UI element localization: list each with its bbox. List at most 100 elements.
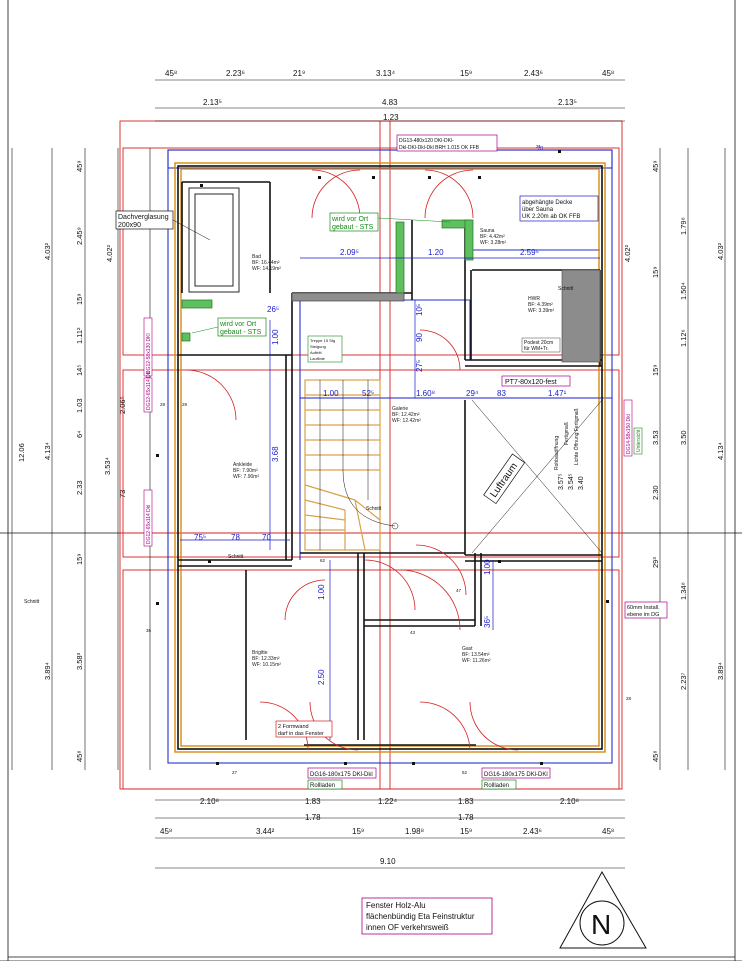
dim-right-mid-1: 1.79⁸ bbox=[679, 217, 688, 235]
dim-top-5: 15⁹ bbox=[460, 69, 472, 78]
north-letter: N bbox=[591, 909, 611, 940]
sauna-note-line2: über Sauna bbox=[522, 207, 554, 213]
room-gast-bf: BF: 13.54m² bbox=[462, 652, 490, 658]
wird-vor-ort-label-1: wird vor Ort gebaut - STS bbox=[329, 212, 451, 232]
schnitt-markers: Schnitt Schnitt Schnitt Schnitt bbox=[24, 286, 574, 605]
room-sauna: Sauna BF: 4.42m² WF: 3.28m² bbox=[480, 228, 506, 246]
green-walls bbox=[181, 219, 474, 342]
dim-left-mid-1: 4.03² bbox=[43, 242, 52, 260]
room-gast-name: Gast bbox=[462, 646, 473, 652]
tiny-5: 27 bbox=[232, 770, 238, 775]
room-ankleide-bf: BF: 7.90m² bbox=[233, 468, 258, 474]
window-marks bbox=[156, 150, 609, 765]
dg13-line1: DG13-480x120 DKl-DKl- bbox=[399, 138, 454, 144]
dim-inner-v-8: 36⁵ bbox=[483, 616, 492, 628]
dim-bottom1-5: 2.10⁸ bbox=[560, 797, 579, 806]
dim-right-in-1: 45⁹ bbox=[651, 160, 660, 172]
stair-lines bbox=[319, 380, 399, 550]
room-bad-name: Bad bbox=[252, 254, 261, 260]
wird-vor-ort-label-2: wird vor Ort gebaut - STS bbox=[191, 317, 267, 337]
dim-right-in-5: 29³ bbox=[651, 557, 660, 568]
dim-bottom1-4: 1.83 bbox=[458, 797, 474, 806]
room-gast-wf: WF: 11.26m² bbox=[462, 658, 491, 664]
dim-bottom1-3: 1.22⁴ bbox=[378, 797, 398, 806]
dg16-right: DG16-180x175 DKl-DKl Rollladen bbox=[481, 767, 551, 790]
dim-inner-h2-2: 52⁵ bbox=[362, 389, 374, 398]
tiny-9: 31 bbox=[536, 144, 542, 149]
dim-bottom4: 9.10 bbox=[380, 857, 396, 866]
schnitt-1: Schnitt bbox=[558, 286, 574, 292]
rohbau-val1: 3.57⁵ bbox=[558, 473, 565, 490]
dim-lines bbox=[11, 79, 726, 869]
sauna-note-line3: UK 2.20m ab OK FFB bbox=[522, 214, 580, 220]
installation-line1: 60mm Install. bbox=[627, 605, 660, 611]
room-ankleide-name: Ankleide bbox=[233, 462, 252, 468]
dim-left-in-5: 14⁵ bbox=[75, 365, 84, 376]
dg-left-3-text: DG12-65x114 Dkl bbox=[146, 505, 152, 544]
wird-vor-ort-2-line2: gebaut - STS bbox=[220, 329, 262, 336]
room-ankleide-wf: WF: 7.90m² bbox=[233, 474, 259, 480]
window-note-line3: innen OF verkehrsweiß bbox=[366, 923, 449, 932]
tiny-8: 47 bbox=[456, 588, 462, 593]
dim-top2-1: 2.13⁵ bbox=[203, 98, 222, 107]
dim-left-in-11: 45⁸ bbox=[75, 750, 84, 762]
schnitt-2: Schnitt bbox=[366, 506, 382, 512]
room-sauna-name: Sauna bbox=[480, 228, 495, 234]
rohbau-line1: Rohbauöffnung bbox=[554, 436, 560, 470]
dim-left-in2-1: 2.06⁵ bbox=[118, 396, 127, 414]
dg16-left: DG16-180x175 DKl-Dkl Rollladen bbox=[307, 767, 377, 790]
dim-left-in-3: 15⁹ bbox=[75, 293, 84, 305]
dim-left-in2-2: 3.53⁴ bbox=[103, 457, 112, 475]
dim-bottom2-1: 1.78 bbox=[305, 813, 321, 822]
window-note-line2: flächenbündig Eta Feinstruktur bbox=[366, 912, 475, 921]
rohbau-val2: 3.54⁵ bbox=[568, 473, 575, 490]
dim-left-in-4: 1.11² bbox=[75, 327, 84, 344]
rohbau-line3: Lichte Öffnung Fertigmaß bbox=[573, 408, 580, 465]
tiny-1: 29 bbox=[160, 402, 166, 407]
dim-right-outer-2: 4.13⁴ bbox=[716, 442, 725, 460]
dim-bottom3-5: 15⁹ bbox=[460, 827, 472, 836]
luftraum-label: Luftraum bbox=[483, 453, 526, 505]
rollladen-right-text: Rollladen bbox=[484, 783, 509, 789]
room-sauna-wf: WF: 3.28m² bbox=[480, 240, 506, 246]
dim-left-outer: 12.06 bbox=[17, 443, 26, 462]
dim-top2-3: 2.13⁵ bbox=[558, 98, 577, 107]
dim-right-mid-7: 2.23⁷ bbox=[679, 672, 688, 690]
dachverglasung-line1: Dachverglasung bbox=[118, 214, 169, 221]
sauna-note-line1: abgehängte Decke bbox=[522, 200, 573, 206]
dim-right-in2: 4.02² bbox=[623, 244, 632, 262]
tiny-4: 28 bbox=[626, 696, 632, 701]
dim-misc-2: 10⁵ bbox=[415, 304, 424, 316]
dim-right-mid-6: 1.34⁸ bbox=[679, 582, 688, 600]
dim-left-in-9: 15⁹ bbox=[75, 553, 84, 565]
dim-bottom3-1: 45⁸ bbox=[160, 827, 172, 836]
tiny-6: 52 bbox=[462, 770, 468, 775]
wird-vor-ort-1-line2: gebaut - STS bbox=[332, 224, 374, 231]
dim-inner-h-3: 2.59⁵ bbox=[520, 248, 539, 257]
side-window-labels: DG12-58x130 DKl DG12-65x114 Dkl DG12-65x… bbox=[143, 317, 643, 547]
room-bad-bf: BF: 16.44m² bbox=[252, 260, 280, 266]
stair-legend-2: Steigung bbox=[310, 344, 326, 349]
schnitt-3: Schnitt bbox=[24, 599, 40, 605]
dim-left-in-6: 1.03 bbox=[75, 398, 84, 413]
room-sauna-bf: BF: 4.42m² bbox=[480, 234, 505, 240]
dim-inner-h2-3: 1.60⁸ bbox=[416, 389, 435, 398]
dim-right-outer-1: 4.03² bbox=[716, 242, 725, 260]
dim-left-in-8: 2.33 bbox=[75, 480, 84, 495]
schnitt-4: Schnitt bbox=[228, 554, 244, 560]
room-brigitte-bf: BF: 12.33m² bbox=[252, 656, 280, 662]
dim-inner-h3-1: 75⁵ bbox=[194, 533, 206, 542]
dim-top-3: 21⁹ bbox=[293, 69, 305, 78]
room-hwr-name: HWR bbox=[528, 296, 540, 302]
dim-right-in-4: 2.30 bbox=[651, 485, 660, 500]
tiny-2: 36 bbox=[146, 628, 152, 633]
dim-right-in-3: 15⁹ bbox=[651, 364, 660, 376]
room-galerie: Galerie BF: 12.42m² WF: 12.42m² bbox=[392, 406, 421, 424]
luftraum-lines bbox=[471, 399, 603, 554]
dim-inner-v-5: 1.00 bbox=[317, 584, 326, 600]
dim-bottom2-2: 1.78 bbox=[458, 813, 474, 822]
dim-top3: 1.23 bbox=[383, 113, 399, 122]
orange-outline bbox=[174, 162, 606, 753]
inner-dim-lines bbox=[180, 257, 600, 740]
